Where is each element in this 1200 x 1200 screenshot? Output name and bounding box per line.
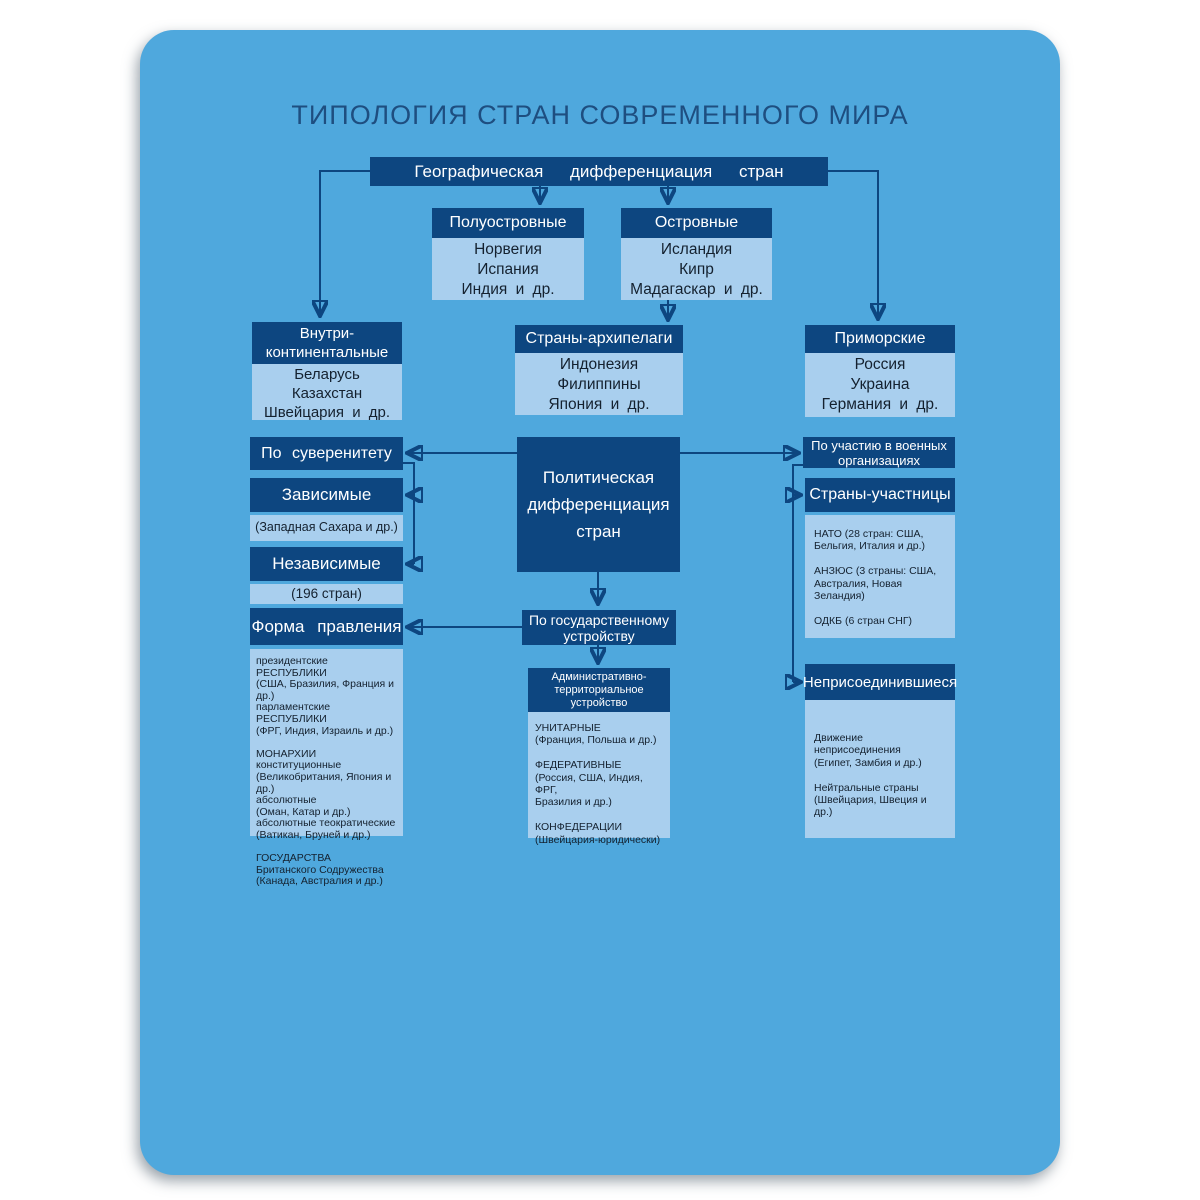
- seaside-list: Россия Украина Германия и др.: [805, 353, 955, 417]
- archipelago-list: Индонезия Филиппины Япония и др.: [515, 353, 683, 415]
- military-participation-header: По участию в военных организациях: [803, 437, 955, 468]
- geo-differentiation-header: Географическая дифференциация стран: [370, 157, 828, 186]
- participant-countries-header: Страны-участницы: [805, 478, 955, 512]
- island-list: Исландия Кипр Мадагаскар и др.: [621, 238, 772, 300]
- peninsular-list: Норвегия Испания Индия и др.: [432, 238, 584, 300]
- participant-countries-details: НАТО (28 стран: США, Бельгия, Италия и д…: [805, 515, 955, 638]
- admin-territorial-header: Административно- территориальное устройс…: [528, 668, 670, 712]
- political-differentiation-box: Политическая дифференциация стран: [517, 437, 680, 572]
- page-title: ТИПОЛОГИЯ СТРАН СОВРЕМЕННОГО МИРА: [291, 100, 909, 130]
- dependent-note: (Западная Сахара и др.): [250, 515, 403, 541]
- independent-note: (196 стран): [250, 584, 403, 604]
- seaside-header: Приморские: [805, 325, 955, 353]
- island-header: Островные: [621, 208, 772, 238]
- peninsular-header: Полуостровные: [432, 208, 584, 238]
- inner-continental-header: Внутри- континентальные: [252, 322, 402, 364]
- nonaligned-header: Неприсоединившиеся: [803, 664, 957, 700]
- government-form-header: Форма правления: [250, 608, 403, 645]
- admin-territorial-details: УНИТАРНЫЕ (Франция, Польша и др.) ФЕДЕРА…: [528, 712, 670, 846]
- state-structure-header: По государственному устройству: [522, 610, 676, 645]
- independent-box: Независимые: [250, 547, 403, 581]
- dependent-box: Зависимые: [250, 478, 403, 512]
- archipelago-header: Страны-архипелаги: [515, 325, 683, 353]
- nonaligned-details: Движение неприсоединения (Египет, Замбия…: [805, 700, 955, 838]
- inner-continental-list: Беларусь Казахстан Швейцария и др.: [252, 364, 402, 421]
- government-form-details: президентские РЕСПУБЛИКИ (США, Бразилия,…: [250, 649, 403, 887]
- sovereignty-header: По суверенитету: [250, 437, 403, 470]
